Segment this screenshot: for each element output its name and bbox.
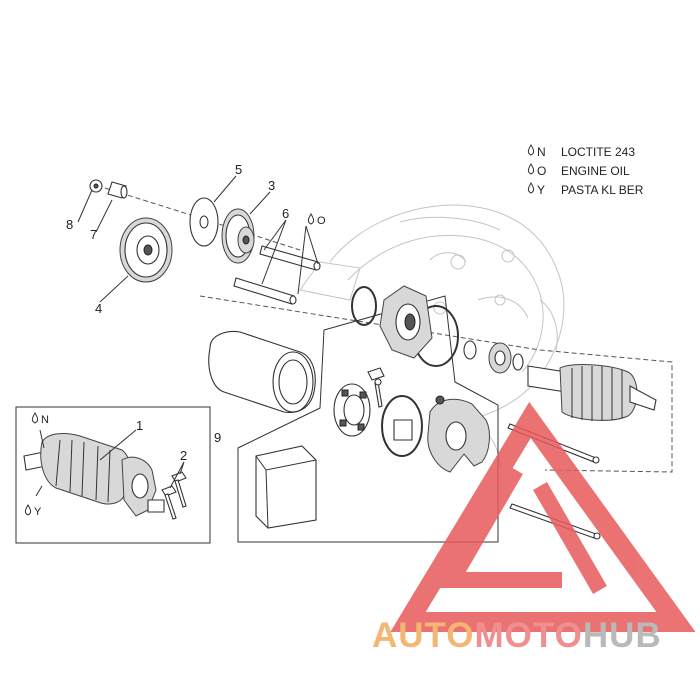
svg-text:Y: Y: [537, 183, 545, 197]
o-ring-kit: [381, 395, 423, 457]
brush-plate: [333, 383, 371, 437]
droplet-icon: [24, 504, 32, 516]
armature-rotor: [527, 364, 657, 421]
svg-text:Y: Y: [34, 506, 42, 518]
callout-2: 2: [180, 448, 187, 463]
thrust-washer-5: [189, 197, 219, 247]
callout-3: 3: [268, 178, 275, 193]
washer-8: [89, 179, 103, 193]
rear-end-cap: [427, 395, 490, 473]
legend-item-loctite: N LOCTITE 243: [527, 144, 635, 159]
svg-text:LOCTITE 243: LOCTITE 243: [561, 145, 635, 159]
svg-text:N: N: [537, 145, 546, 159]
droplet-icon: [307, 213, 315, 225]
callout-4: 4: [95, 301, 102, 316]
screws-2: [161, 471, 187, 520]
loctite-mark-on-1: N: [31, 412, 49, 426]
front-flange: [379, 285, 433, 359]
svg-text:ENGINE OIL: ENGINE OIL: [561, 164, 630, 178]
droplet-icon: [527, 144, 535, 156]
o-ring-left: [351, 286, 377, 326]
idler-gear-3: [221, 208, 255, 264]
engine-casing-outline: [299, 204, 565, 469]
callout-6: 6: [282, 206, 289, 221]
droplet-icon: [31, 412, 39, 424]
svg-text:PASTA KL BER: PASTA KL BER: [561, 183, 644, 197]
svg-text:O: O: [537, 164, 546, 178]
sleeve-tube: [208, 330, 316, 414]
watermark-part-hub: HUB: [582, 616, 662, 655]
watermark-logo: [390, 401, 696, 632]
svg-text:O: O: [317, 215, 326, 227]
legend-item-engine-oil: O ENGINE OIL: [527, 163, 630, 178]
grease-mark-on-1: Y: [24, 504, 42, 518]
bearing-seal: [463, 340, 524, 374]
callout-8: 8: [66, 217, 73, 232]
callout-9: 9: [214, 430, 221, 445]
gear-4: [119, 217, 173, 283]
watermark-text: AUTOMOTOHUB: [372, 618, 662, 653]
starter-motor-1: [23, 433, 165, 517]
callout-7: 7: [90, 227, 97, 242]
paper-packet: [255, 445, 317, 529]
droplet-icon: [527, 182, 535, 194]
legend-item-pasta: Y PASTA KL BER: [527, 182, 644, 197]
kit-9-frame: [237, 295, 499, 543]
small-screws: [367, 367, 385, 408]
droplet-icon: [527, 163, 535, 175]
leader-lines: [35, 175, 319, 497]
watermark-part-auto: AUTO: [372, 616, 475, 655]
watermark-part-moto: MOTO: [474, 616, 583, 655]
callout-1: 1: [136, 418, 143, 433]
legend: N LOCTITE 243 O ENGINE OIL Y PASTA KL BE…: [527, 144, 644, 197]
svg-text:N: N: [41, 414, 49, 426]
oil-mark-on-6: O: [307, 213, 326, 227]
assembly-frame-dashed: [199, 295, 673, 473]
callout-5: 5: [235, 162, 242, 177]
starter-detail-box: [15, 406, 211, 544]
bushing-7: [107, 181, 128, 199]
assembly-axis-dashed: [104, 187, 301, 251]
